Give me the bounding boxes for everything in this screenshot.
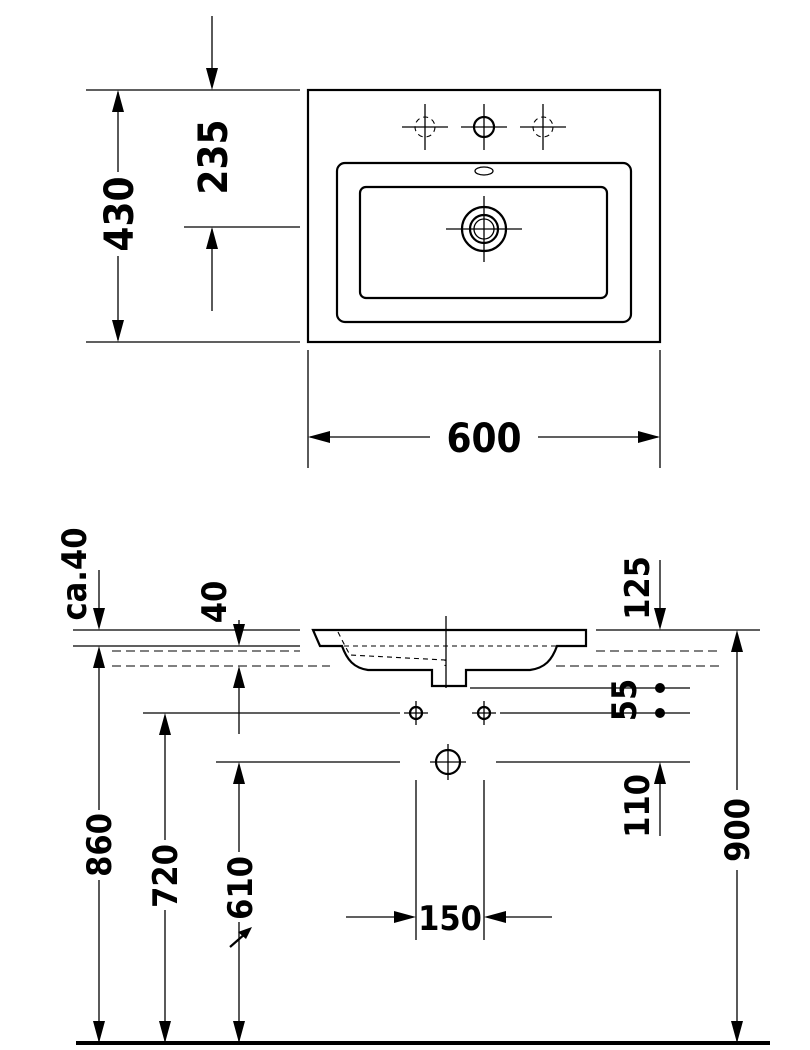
dimension-rim-right: 125 bbox=[618, 556, 666, 630]
dimension-rim-height: 860 bbox=[80, 810, 120, 1043]
tap-hole-right-icon bbox=[520, 104, 566, 150]
dimension-trap-height: 610 bbox=[221, 762, 261, 1043]
dim-tap-offset-label: 235 bbox=[191, 119, 237, 194]
dim-depth-label: 430 bbox=[97, 176, 143, 251]
dimension-depth: 430 bbox=[86, 89, 300, 343]
dimension-total-height: 900 bbox=[718, 630, 758, 1043]
side-view: ca.40 860 40 720 bbox=[55, 528, 770, 1045]
waste-outlet-icon bbox=[430, 744, 466, 780]
dimension-trap-spacing: 150 bbox=[346, 899, 552, 939]
tap-hole-left-icon bbox=[402, 104, 448, 150]
basin-bowl-outline bbox=[358, 185, 609, 300]
basin-rim-outline bbox=[335, 161, 633, 324]
dimension-waste-height: 720 bbox=[146, 713, 186, 1043]
dimension-waste-gap: 55 bbox=[605, 679, 665, 722]
dim-rim-label: 40 bbox=[195, 581, 235, 624]
trap-hole-left-icon bbox=[404, 701, 428, 725]
dimension-tap-offset: 235 bbox=[184, 16, 300, 311]
overflow-icon bbox=[474, 166, 494, 176]
basin-outer-outline bbox=[306, 88, 662, 344]
top-view: 430 235 600 bbox=[86, 16, 662, 468]
dim-waste-height-label: 720 bbox=[146, 844, 186, 908]
dim-trap-height-label: 610 bbox=[221, 856, 261, 920]
trap-hole-right-icon bbox=[472, 701, 496, 725]
tap-hole-center-icon bbox=[461, 104, 507, 150]
basin-profile bbox=[311, 616, 588, 688]
dim-waste-gap-label: 55 bbox=[605, 679, 645, 722]
dim-rim-height-label: 860 bbox=[80, 813, 120, 877]
dim-rim-right-label: 125 bbox=[618, 556, 658, 620]
dim-trap-offset-label: 110 bbox=[618, 774, 658, 838]
dim-overflow-left-label: ca.40 bbox=[55, 528, 95, 621]
dim-trap-spacing-label: 150 bbox=[418, 899, 482, 939]
dimension-rim: 40 bbox=[195, 581, 245, 734]
dimension-width: 600 bbox=[307, 350, 661, 468]
dimension-overflow-left: ca.40 bbox=[55, 528, 105, 1041]
dimension-trap-offset: 110 bbox=[618, 762, 666, 838]
dim-total-height-label: 900 bbox=[718, 798, 758, 862]
drain-icon bbox=[446, 196, 522, 262]
dim-width-label: 600 bbox=[446, 416, 521, 462]
